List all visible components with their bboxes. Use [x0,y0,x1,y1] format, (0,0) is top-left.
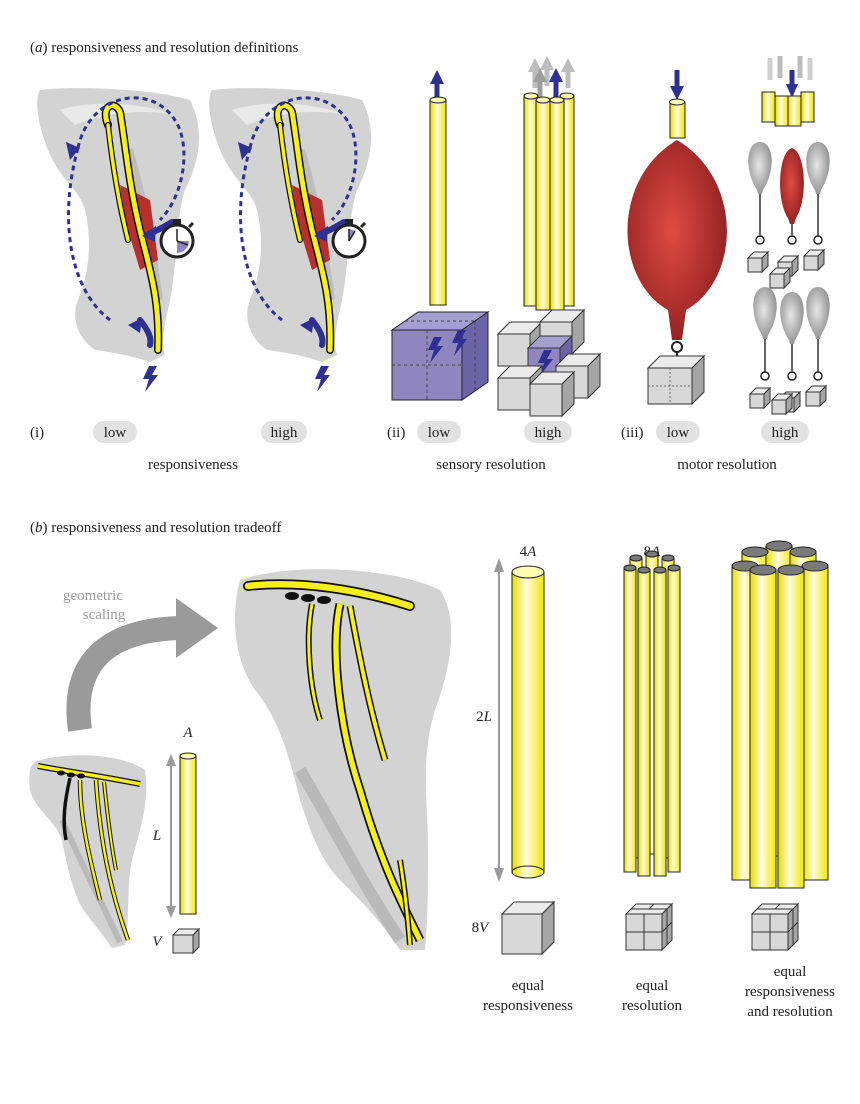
small-scale-cylinder: A L V [152,725,201,955]
svg-text:responsiveness: responsiveness [745,984,835,1000]
large-scale-bundle-8A: 8A equal re [622,544,682,1014]
high-label: high [271,425,298,441]
svg-text:8V: 8V [472,920,491,936]
svg-text:scaling: scaling [83,607,126,623]
high-label: high [535,425,562,441]
svg-text:and resolution: and resolution [747,1004,833,1020]
low-label: low [667,425,690,441]
sensory-low-illustration [390,70,490,401]
subpanel-iii-label: (iii) [621,425,644,441]
high-label: high [772,425,799,441]
panel-a-labels: (i) low high (ii) low high (iii) low hig… [30,421,809,473]
sensory-high-illustration [496,56,602,418]
subpanel-i-label: (i) [30,425,44,441]
large-animal-leg [235,569,452,950]
motor-low-illustration [627,70,727,406]
caption-responsiveness: responsiveness [148,457,238,473]
small-animal-leg [29,755,147,948]
svg-text:equal: equal [774,964,806,980]
svg-text:4A: 4A [520,544,538,560]
panel-a-title: (a) responsiveness and resolution defini… [30,40,298,56]
caption-motor-resolution: motor resolution [677,457,777,473]
geometric-scaling-arrow: geometric scaling [63,588,218,732]
svg-text:A: A [182,725,193,741]
subpanel-ii-label: (ii) [387,425,405,441]
svg-text:L: L [152,828,161,844]
low-label: low [104,425,127,441]
svg-text:equal: equal [512,978,544,994]
svg-text:(a) responsiveness and resolu: (a) responsiveness and resolution defini… [30,40,298,56]
svg-text:(b) responsiveness and resolu: (b) responsiveness and resolution tradeo… [30,520,281,536]
motor-high-illustration [747,56,830,415]
leg-illustration-high [209,88,372,392]
svg-text:equal: equal [636,978,668,994]
stopwatch-icon [331,219,367,259]
svg-text:geometric: geometric [63,588,123,604]
panel-b-title: (b) responsiveness and resolution tradeo… [30,520,281,536]
svg-text:V: V [152,934,163,950]
stopwatch-icon [159,219,195,259]
svg-text:resolution: resolution [622,998,682,1014]
svg-text:2L: 2L [476,709,492,725]
large-scale-cylinder-4A: 4A 2L 8V equal responsiveness [472,544,573,1014]
caption-sensory-resolution: sensory resolution [436,457,546,473]
leg-illustration-low [37,88,200,392]
large-scale-bundle-32A: 32A equal r [731,540,835,1020]
svg-text:responsiveness: responsiveness [483,998,573,1014]
low-label: low [428,425,451,441]
